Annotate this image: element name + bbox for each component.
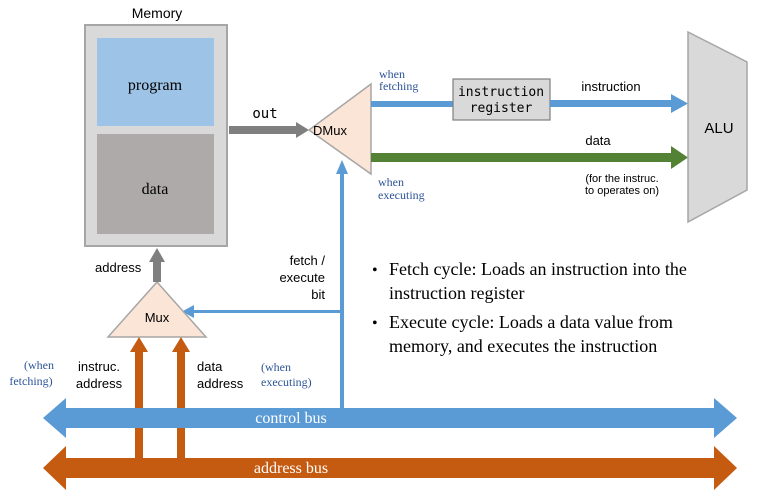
data-address-arrow: [172, 337, 190, 462]
data-address-line2: address: [197, 376, 244, 391]
address-label: address: [95, 260, 142, 275]
program-label: program: [128, 77, 183, 94]
instruction-register: [452, 78, 551, 121]
bullet-execute-line1: Execute cycle: Loads a data value from: [389, 312, 673, 332]
for-instruc-line2: to operates on): [585, 185, 659, 197]
fetch-execute-line2: execute: [279, 270, 325, 285]
instruction-arrow: [550, 94, 688, 113]
address-bus: [43, 446, 737, 490]
fetch-arrow: [371, 101, 453, 107]
instruc-address-arrow: [130, 337, 148, 462]
fetch-execute-line3: bit: [311, 287, 325, 302]
alu-label: ALU: [704, 120, 733, 137]
mux-block: [106, 280, 208, 338]
memory-title: Memory: [132, 5, 183, 21]
instruc-address-line1: instruc.: [78, 359, 120, 374]
program-region: [97, 38, 214, 126]
instruction-register-line1: instruction: [458, 85, 544, 100]
data-region-label: data: [142, 181, 169, 198]
fetch-execute-line1: fetch /: [290, 253, 326, 268]
when-fetching-left-2: fetching): [9, 374, 52, 388]
when-executing-top-2: executing: [378, 188, 425, 202]
dmux-label: DMux: [313, 123, 347, 138]
dmux-block: [307, 82, 372, 176]
when-executing-left-2: executing): [261, 375, 312, 389]
control-bus-label: control bus: [255, 410, 327, 427]
instruc-address-line2: address: [76, 376, 123, 391]
bullet-fetch-line1: Fetch cycle: Loads an instruction into t…: [389, 259, 687, 279]
data-arrow-label: data: [585, 133, 611, 148]
bullet-marker: •: [372, 315, 378, 332]
fetch-execute-line: [182, 160, 348, 410]
address-arrow: [149, 248, 165, 282]
for-instruc-line1: (for the instruc.: [585, 173, 658, 185]
when-fetching-top-2: fetching: [379, 79, 418, 93]
bullet-fetch-line2: instruction register: [389, 283, 524, 303]
bullet-execute-line2: memory, and executes the instruction: [389, 336, 657, 356]
data-address-line1: data: [197, 359, 223, 374]
when-fetching-left-1: (when: [24, 358, 54, 372]
mux-label: Mux: [145, 310, 170, 325]
data-arrow: [371, 146, 688, 169]
instruction-register-line2: register: [470, 101, 533, 116]
control-bus: [43, 398, 737, 438]
address-bus-label: address bus: [254, 460, 328, 477]
data-region: [97, 134, 214, 234]
when-executing-left-1: (when: [261, 360, 291, 374]
when-fetching-top-1: when: [379, 67, 405, 81]
bullet-marker: •: [372, 262, 378, 279]
out-label: out: [252, 106, 277, 122]
bullet-list: • Fetch cycle: Loads an instruction into…: [372, 259, 687, 356]
alu-block: [687, 30, 748, 224]
out-arrow: [229, 122, 309, 138]
instruction-label: instruction: [581, 79, 640, 94]
when-executing-top-1: when: [378, 175, 404, 189]
